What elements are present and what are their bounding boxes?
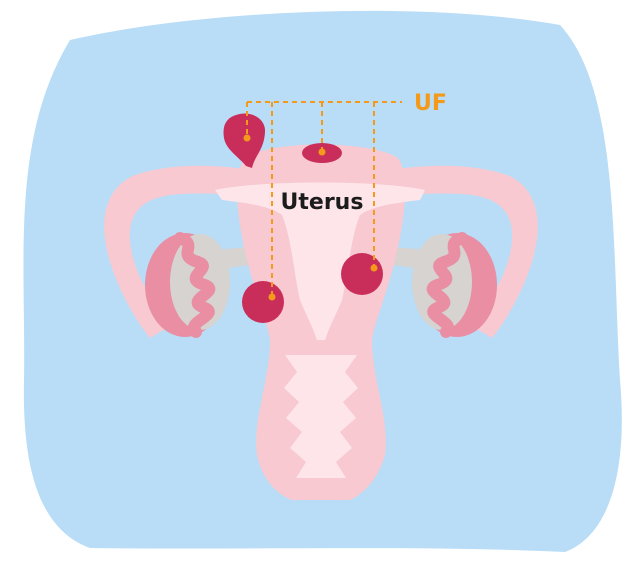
organ-label: Uterus xyxy=(281,190,364,215)
callout-label: UF xyxy=(414,91,447,116)
dot-fundal xyxy=(319,149,326,156)
dot-subserosal-left xyxy=(269,294,276,301)
dot-pedunculated xyxy=(244,135,251,142)
fibroid-intramural-right xyxy=(341,253,383,295)
dot-intramural-right xyxy=(371,265,378,272)
fibroid-subserosal-left xyxy=(242,281,284,323)
